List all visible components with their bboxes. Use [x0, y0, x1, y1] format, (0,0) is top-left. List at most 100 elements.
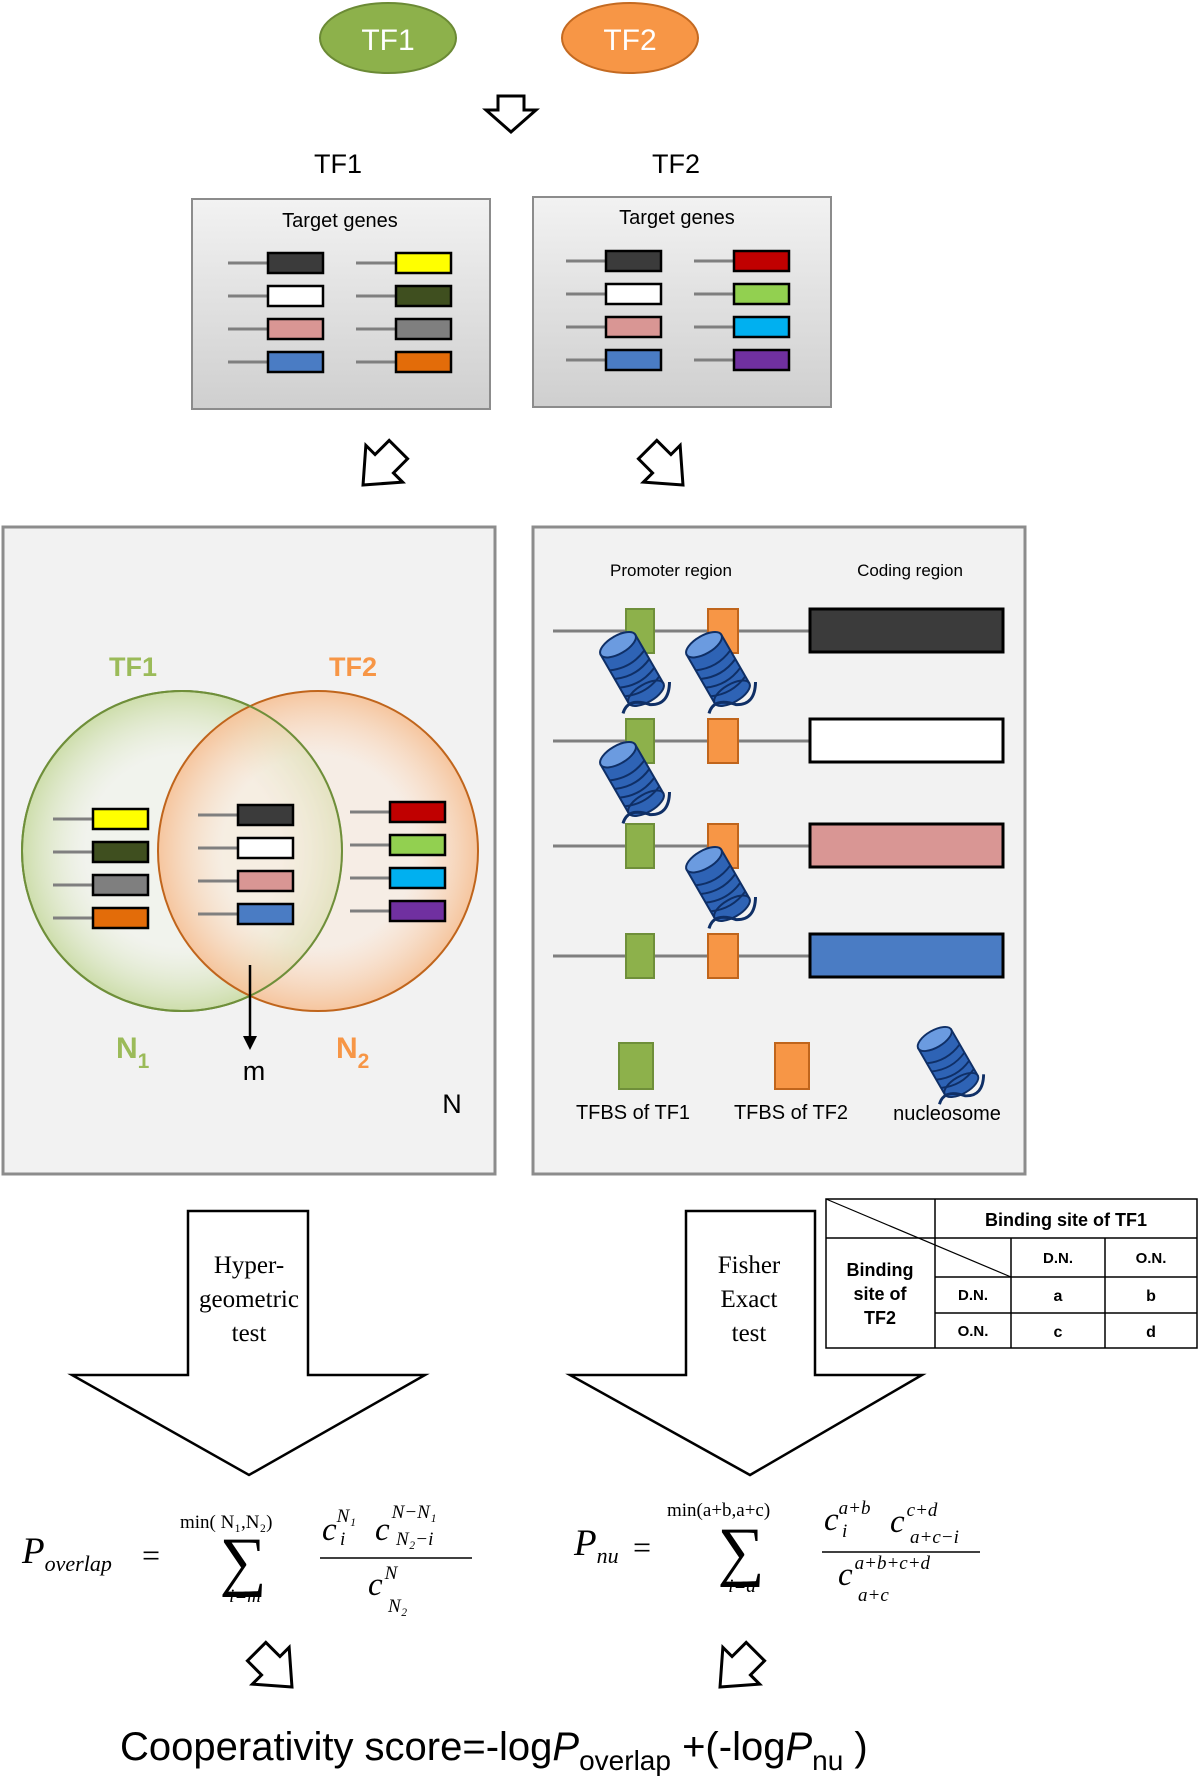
tf1-target-genes-title: Target genes — [282, 210, 398, 232]
p-overlap-den-sub: N₂ — [387, 1596, 408, 1617]
nucleosome-icon — [685, 631, 758, 714]
hypergeometric-test-arrow: Hyper- geometric test — [67, 1209, 430, 1477]
down-left-arrow-icon — [361, 438, 410, 487]
fisher-exact-test-arrow: Fisher Exact test — [565, 1209, 927, 1477]
table-row-header-line2: site of — [853, 1284, 907, 1304]
tfbs1-site — [625, 933, 655, 979]
table-cell-b: b — [1146, 1288, 1156, 1305]
legend-tfbs1-swatch — [618, 1042, 654, 1090]
promoter-row — [553, 822, 1005, 929]
down-arrow-icon — [482, 94, 540, 134]
tf1-only-gene — [53, 840, 150, 864]
nucleosome-icon — [599, 631, 672, 714]
n2-label: N2 — [336, 1032, 369, 1073]
tf1-panel-heading: TF1 — [314, 149, 362, 179]
p-overlap-symbol: Poverlap — [21, 1531, 112, 1576]
contingency-table: Binding site of TF1 Binding site of TF2 … — [825, 1198, 1198, 1349]
nucleosome-icon — [916, 1025, 986, 1105]
target-gene — [566, 249, 663, 273]
target-gene — [356, 284, 453, 308]
promoter-row — [553, 607, 1005, 714]
down-right-arrow-icon — [245, 1640, 294, 1689]
tf1-node-label: TF1 — [361, 24, 414, 57]
table-col-label-on: O.N. — [1136, 1250, 1167, 1267]
p-nu-upper-limit: min(a+b,a+c) — [667, 1500, 770, 1521]
shared-gene — [198, 902, 295, 926]
tf2-only-gene — [350, 800, 447, 824]
table-col-header: Binding site of TF1 — [985, 1210, 1147, 1230]
p-nu-num-c2-sub: a+c−i — [910, 1527, 959, 1548]
fisher-test-line1: Fisher — [718, 1252, 781, 1279]
p-overlap-sigma: ∑ — [219, 1525, 266, 1598]
target-gene — [356, 350, 453, 374]
hypergeometric-test-line1: Hyper- — [214, 1252, 284, 1279]
legend-nucleosome-icon — [916, 1025, 986, 1105]
target-gene — [694, 348, 791, 372]
down-right-arrow-icon — [636, 438, 685, 487]
target-gene — [694, 249, 791, 273]
tf2-only-gene — [350, 899, 447, 923]
p-overlap-lower-limit: i=m — [229, 1586, 261, 1607]
legend: TFBS of TF1 TFBS of TF2 nucleosome — [576, 1025, 1001, 1125]
p-nu-num-c1: ca+b — [824, 1498, 870, 1538]
coding-region-bar — [808, 607, 1005, 654]
total-n-label: N — [442, 1089, 462, 1119]
coding-region-bar — [808, 717, 1005, 764]
venn-tf2-label: TF2 — [329, 652, 377, 682]
legend-tfbs2-label: TFBS of TF2 — [734, 1102, 848, 1124]
hypergeometric-test-line3: test — [232, 1320, 267, 1347]
overlap-m-label: m — [243, 1056, 266, 1086]
table-row-label-dn: D.N. — [958, 1287, 988, 1304]
p-nu-den-sub: a+c — [858, 1585, 889, 1606]
p-nu-symbol: Pnu — [573, 1523, 619, 1568]
p-nu-num-c1-sub: i — [842, 1521, 847, 1542]
shared-gene — [198, 803, 295, 827]
table-cell-c: c — [1054, 1324, 1063, 1341]
p-overlap-num-c1: cN₁ — [322, 1506, 356, 1548]
tf2-node-label: TF2 — [603, 24, 656, 57]
tf1-node: TF1 — [319, 2, 457, 74]
tf1-only-gene — [53, 807, 150, 831]
legend-tfbs2-swatch — [774, 1042, 810, 1090]
target-gene — [566, 348, 663, 372]
fisher-test-line2: Exact — [721, 1286, 778, 1313]
venn-tf1-label: TF1 — [109, 652, 157, 682]
target-gene — [228, 251, 325, 275]
nucleosome-icon — [685, 846, 758, 929]
target-gene — [694, 282, 791, 306]
shared-gene — [198, 836, 295, 860]
target-gene — [566, 315, 663, 339]
coding-region-bar — [808, 932, 1005, 979]
promoter-region-label: Promoter region — [610, 561, 732, 580]
n1-label: N1 — [116, 1032, 150, 1073]
coding-region-bar — [808, 822, 1005, 869]
table-row-header-line3: TF2 — [864, 1308, 896, 1328]
tf2-node: TF2 — [561, 2, 699, 74]
tfbs2-site — [707, 933, 739, 979]
p-nu-equals: = — [633, 1529, 651, 1565]
fisher-test-line3: test — [732, 1320, 767, 1347]
coding-region-label: Coding region — [857, 561, 963, 580]
tf2-only-gene — [350, 833, 447, 857]
nucleosome-icon — [599, 741, 672, 824]
table-cell-d: d — [1146, 1324, 1156, 1341]
table-cell-a: a — [1054, 1288, 1063, 1305]
cooperativity-score-formula: Cooperativity score=-logPoverlap +(-logP… — [120, 1725, 868, 1776]
target-gene — [228, 284, 325, 308]
p-overlap-num-c1-sub: i — [340, 1529, 345, 1550]
hypergeometric-test-line2: geometric — [199, 1286, 299, 1313]
tfbs2-site — [707, 718, 739, 764]
promoter-row — [553, 932, 1005, 979]
shared-gene — [198, 869, 295, 893]
target-gene — [694, 315, 791, 339]
table-row-label-on: O.N. — [958, 1323, 989, 1340]
table-row-header-line1: Binding — [847, 1260, 914, 1280]
tf2-only-gene — [350, 866, 447, 890]
target-gene — [228, 350, 325, 374]
